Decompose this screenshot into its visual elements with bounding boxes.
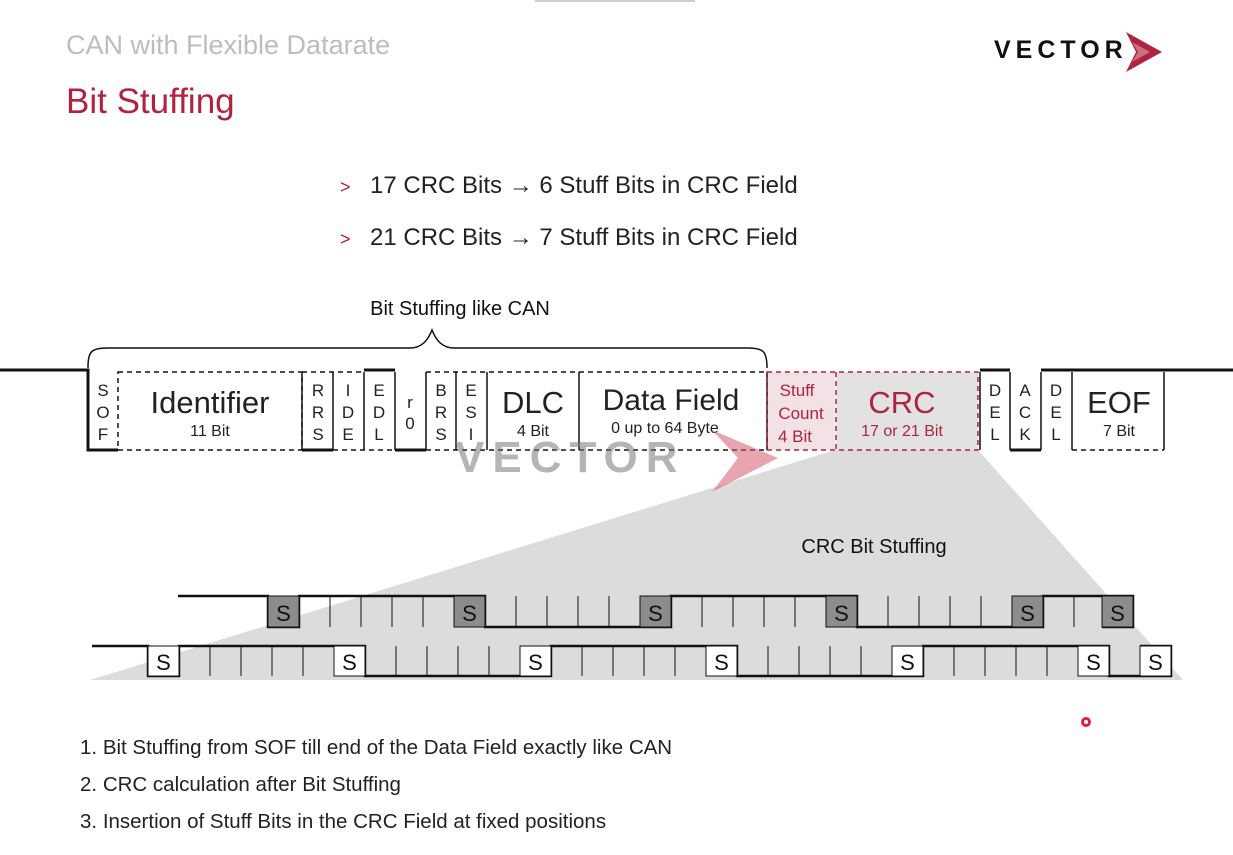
svg-text:VECTOR: VECTOR [455, 433, 686, 482]
stuff-bit-label: S [1086, 650, 1101, 675]
stuff-count-field-bg [767, 372, 835, 450]
slide-subtitle: CAN with Flexible Datarate [66, 30, 391, 60]
stuff-bit [705, 645, 738, 677]
stuff-bit [519, 645, 552, 677]
frame-bus-lines [0, 368, 1233, 452]
crc-zoom-area [90, 450, 1183, 680]
bullet-list: >17 CRC Bits → 6 Stuff Bits in CRC Field… [340, 172, 798, 276]
vector-watermark: VECTOR [455, 430, 778, 492]
data-field-label: Data Field [603, 384, 740, 417]
bullet-chevron-icon: > [340, 177, 351, 197]
identifier-size: 11 Bit [190, 423, 230, 440]
stuff-bit [1139, 645, 1172, 677]
field-separators [301, 372, 1165, 450]
stuff-bit-label: S [462, 601, 477, 626]
numbered-item: 2. CRC calculation after Bit Stuffing [80, 773, 672, 810]
item-text: CRC calculation after Bit Stuffing [102, 773, 401, 796]
logo-text: VECTOR [994, 36, 1128, 64]
dashed-levels [117, 371, 1164, 451]
eof-size: 7 Bit [1103, 423, 1136, 440]
item-number: 1. [80, 736, 98, 759]
stuff-bit-label: S [1148, 650, 1163, 675]
stuff-bit-label: S [834, 601, 849, 626]
stuff-bit-label: S [342, 650, 357, 675]
eof-label: EOF [1087, 385, 1151, 420]
crc-dashed-outline [766, 371, 979, 451]
stuff-bit-label: S [1020, 601, 1035, 626]
stuff-bit [1077, 645, 1110, 677]
numbered-item: 3. Insertion of Stuff Bits in the CRC Fi… [80, 810, 672, 847]
stuff-bit-label: S [276, 601, 291, 626]
data-field-size: 0 up to 64 Byte [611, 420, 719, 437]
bit-stuffing-brace [87, 327, 768, 369]
stuff-bit-label: S [528, 650, 543, 675]
dlc-label: DLC [502, 385, 564, 420]
stuff-bit-label: S [714, 650, 729, 675]
logo-arrow-icon [1126, 32, 1162, 72]
dlc-size: 4 Bit [517, 423, 550, 440]
crc-bit-stuffing-label: CRC Bit Stuffing [801, 536, 946, 558]
vector-logo: VECTOR [994, 30, 1229, 74]
item-number: 3. [80, 810, 98, 833]
item-text: Bit Stuffing from SOF till end of the Da… [102, 736, 673, 759]
bullet-chevron-icon: > [340, 229, 351, 249]
numbered-list: 1. Bit Stuffing from SOF till end of the… [80, 736, 672, 847]
stuff-bit [825, 595, 858, 628]
item-text: Insertion of Stuff Bits in the CRC Field… [102, 810, 607, 833]
stuff-bit-label: S [156, 650, 171, 675]
slide-title: Bit Stuffing [66, 82, 235, 121]
crc-size: 17 or 21 Bit [861, 423, 943, 440]
bullet-item: >17 CRC Bits → 6 Stuff Bits in CRC Field [340, 172, 798, 224]
identifier-label: Identifier [151, 385, 270, 420]
stuff-bit [639, 595, 672, 628]
crc-label: CRC [868, 385, 935, 420]
numbered-item: 1. Bit Stuffing from SOF till end of the… [80, 736, 672, 773]
bullet-item: >21 CRC Bits → 7 Stuff Bits in CRC Field [340, 224, 798, 276]
item-number: 2. [80, 773, 98, 796]
brace-label: Bit Stuffing like CAN [370, 298, 550, 320]
stuff-bit-label: S [900, 650, 915, 675]
stuff-bit [453, 595, 486, 628]
stuff-bit-label: S [648, 601, 663, 626]
bullet-text: 21 CRC Bits → 7 Stuff Bits in CRC Field [370, 224, 798, 251]
pointer-dot-icon [1081, 717, 1091, 727]
stuff-bit-label: S [1110, 601, 1125, 626]
top-edge-bar [535, 0, 695, 2]
bullet-text: 17 CRC Bits → 6 Stuff Bits in CRC Field [370, 172, 798, 199]
crc-field-bg [836, 372, 978, 450]
stuff-bit [1101, 595, 1134, 628]
